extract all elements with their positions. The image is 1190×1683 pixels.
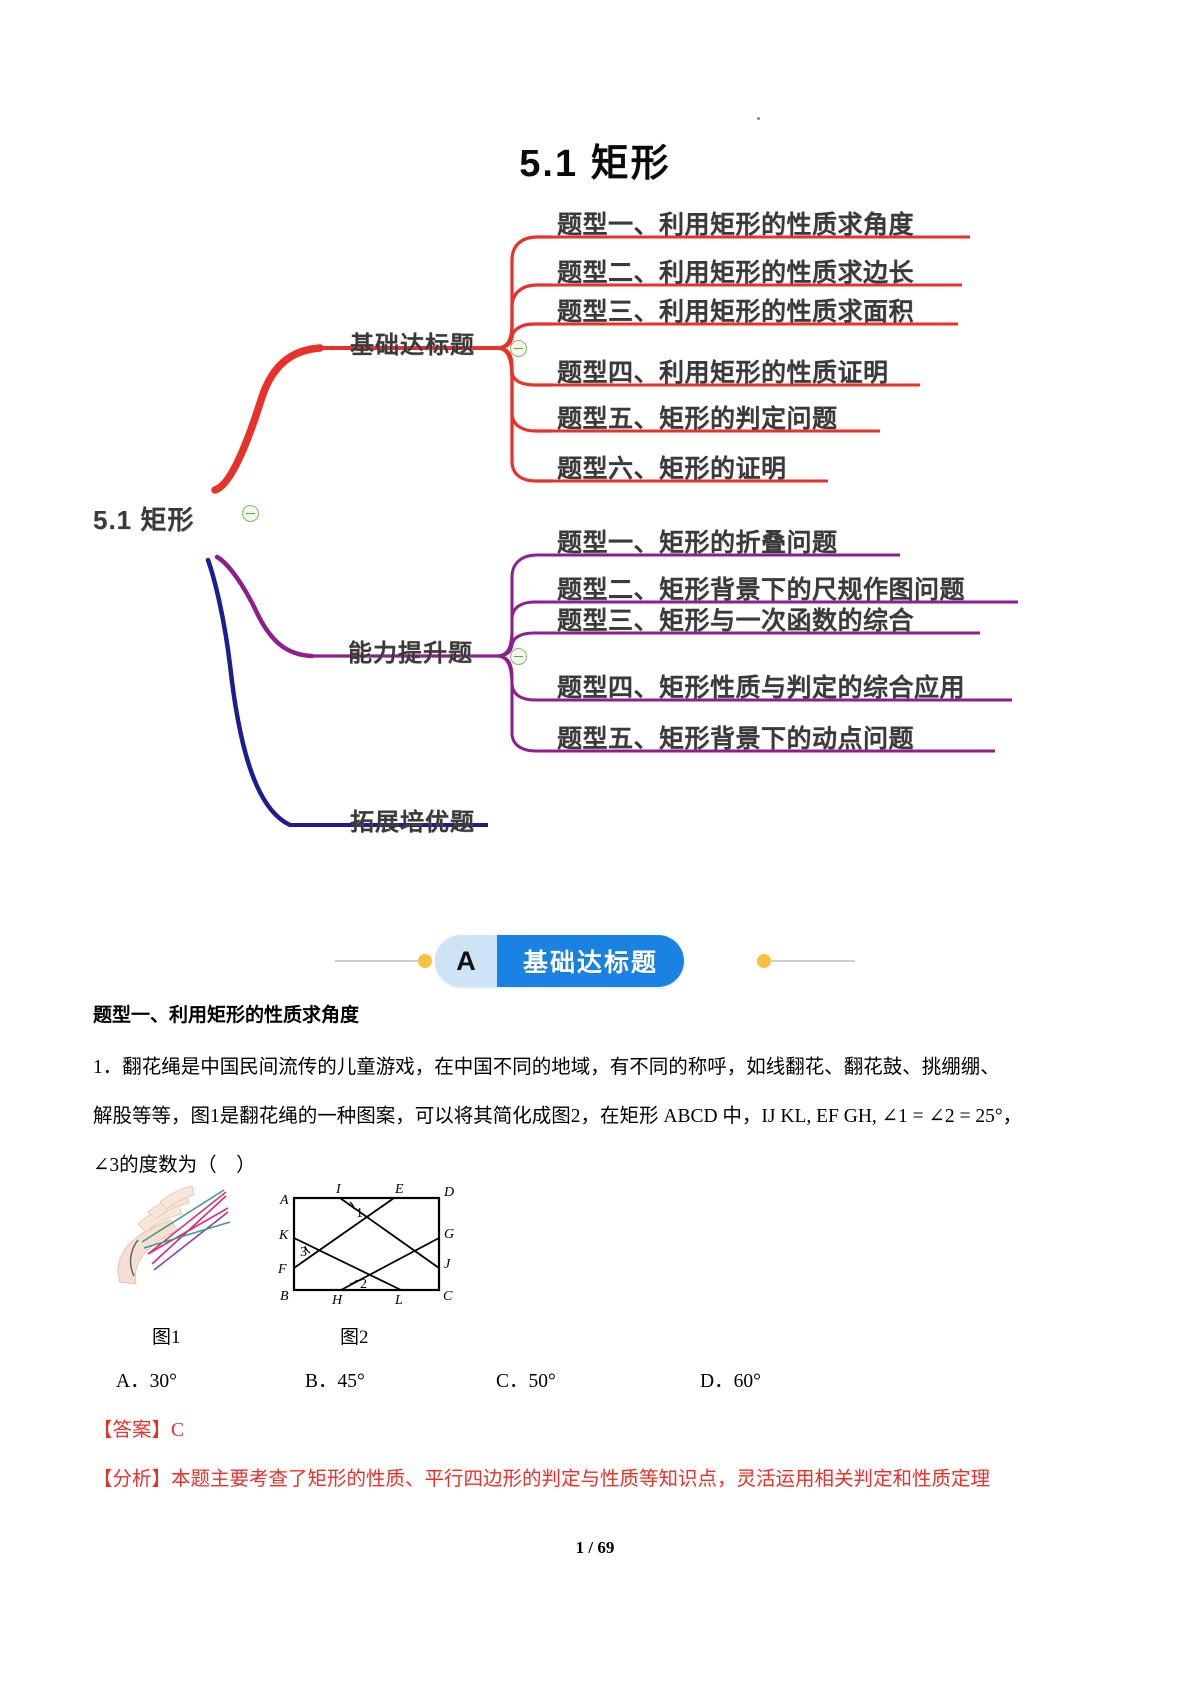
badge-dot-right-icon bbox=[757, 954, 771, 968]
diagram-label-L: L bbox=[394, 1293, 403, 1308]
mindmap-leaf-basic-1[interactable]: 题型一、利用矩形的性质求角度 bbox=[557, 211, 915, 239]
mindmap: 5.1 矩形 基础达标题 题型一、利用矩形的性质求角度 题型二、利用矩形的性质求… bbox=[0, 185, 1190, 885]
choice-row: A．30° B．45° C．50° D．60° bbox=[0, 1364, 1190, 1392]
mindmap-leaf-advanced-4[interactable]: 题型四、矩形性质与判定的综合应用 bbox=[557, 674, 966, 702]
minus-circle-icon-branch-advanced[interactable] bbox=[510, 648, 527, 665]
mindmap-leaf-advanced-1[interactable]: 题型一、矩形的折叠问题 bbox=[557, 529, 838, 557]
mindmap-leaf-advanced-2[interactable]: 题型二、矩形背景下的尺规作图问题 bbox=[557, 576, 966, 604]
section-badge-label: 基础达标题 bbox=[497, 935, 685, 987]
mindmap-connectors bbox=[205, 235, 1018, 828]
mindmap-branch-extension-label[interactable]: 拓展培优题 bbox=[350, 809, 475, 836]
diagram-label-D: D bbox=[443, 1185, 454, 1200]
badge-dot-left-icon bbox=[418, 954, 432, 968]
minus-circle-icon-root[interactable] bbox=[242, 505, 259, 522]
mindmap-leaf-basic-3[interactable]: 题型三、利用矩形的性质求面积 bbox=[557, 298, 915, 326]
analysis-line: 【分析】本题主要考查了矩形的性质、平行四边形的判定与性质等知识点，灵活运用相关判… bbox=[93, 1469, 991, 1490]
mindmap-leaf-basic-4[interactable]: 题型四、利用矩形的性质证明 bbox=[557, 359, 889, 387]
diagram-angle-3: 3 bbox=[300, 1245, 307, 1260]
diagram-label-F: F bbox=[277, 1262, 287, 1277]
diagram-angle-2: 2 bbox=[360, 1277, 367, 1292]
question-line-1: 1．翻花绳是中国民间流传的儿童游戏，在中国不同的地域，有不同的称呼，如线翻花、翻… bbox=[93, 1057, 1000, 1078]
section-badge-row: A 基础达标题 bbox=[0, 930, 1190, 992]
diagram-label-C: C bbox=[443, 1289, 453, 1304]
mindmap-branch-advanced-label[interactable]: 能力提升题 bbox=[348, 640, 473, 667]
mindmap-root-label[interactable]: 5.1 矩形 bbox=[93, 505, 195, 535]
diagram-label-G: G bbox=[444, 1227, 454, 1242]
mindmap-leaf-advanced-5[interactable]: 题型五、矩形背景下的动点问题 bbox=[557, 725, 915, 753]
question-line-2: 解股等等，图1是翻花绳的一种图案，可以将其简化成图2，在矩形 ABCD 中，IJ… bbox=[93, 1106, 1023, 1127]
section-badge-letter: A bbox=[435, 935, 497, 987]
diagram-label-H: H bbox=[331, 1293, 343, 1308]
choice-c[interactable]: C．50° bbox=[496, 1371, 556, 1392]
badge-rule-left bbox=[335, 960, 430, 962]
choice-a[interactable]: A．30° bbox=[116, 1371, 177, 1392]
diagram-label-E: E bbox=[394, 1182, 404, 1197]
stray-dot-mark bbox=[757, 117, 760, 120]
mindmap-leaf-basic-5[interactable]: 题型五、矩形的判定问题 bbox=[557, 405, 838, 433]
minus-circle-icon-branch-basic[interactable] bbox=[510, 340, 527, 357]
choice-d[interactable]: D．60° bbox=[700, 1371, 761, 1392]
answer-line: 【答案】C bbox=[93, 1420, 185, 1441]
diagram-label-J: J bbox=[444, 1257, 451, 1272]
diagram-label-B: B bbox=[280, 1289, 289, 1304]
string-figure-photo bbox=[108, 1178, 243, 1290]
mindmap-leaf-basic-6[interactable]: 题型六、矩形的证明 bbox=[557, 455, 787, 483]
question-type-heading: 题型一、利用矩形的性质求角度 bbox=[93, 1005, 360, 1026]
page-title: 5.1 矩形 bbox=[519, 143, 671, 185]
badge-rule-right bbox=[760, 960, 855, 962]
diagram-label-I: I bbox=[335, 1182, 342, 1197]
diagram-label-A: A bbox=[279, 1193, 289, 1208]
figure-2-caption: 图2 bbox=[340, 1327, 369, 1348]
diagram-label-K: K bbox=[278, 1228, 289, 1243]
section-badge: A 基础达标题 bbox=[435, 935, 685, 987]
mindmap-leaf-basic-2[interactable]: 题型二、利用矩形的性质求边长 bbox=[557, 259, 915, 287]
mindmap-leaf-advanced-3[interactable]: 题型三、矩形与一次函数的综合 bbox=[557, 607, 915, 635]
question-line-3: ∠3的度数为（ ） bbox=[93, 1155, 256, 1176]
rectangle-geometry-diagram: A B C D E F G H I J K L 1 2 3 bbox=[264, 1176, 474, 1316]
diagram-angle-1: 1 bbox=[356, 1206, 363, 1221]
choice-b[interactable]: B．45° bbox=[305, 1371, 365, 1392]
mindmap-branch-basic-label[interactable]: 基础达标题 bbox=[350, 332, 475, 359]
figure-1-caption: 图1 bbox=[152, 1327, 181, 1348]
page-number: 1 / 69 bbox=[575, 1538, 615, 1557]
